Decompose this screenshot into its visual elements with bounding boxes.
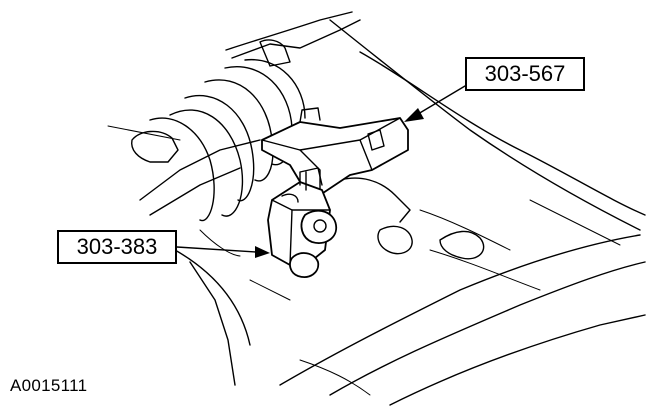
figure-reference-code: A0015111 bbox=[10, 376, 88, 395]
tool-callout-303-567: 303-567 bbox=[465, 57, 585, 91]
tool-callout-303-383: 303-383 bbox=[57, 230, 177, 264]
leader-line-303-567 bbox=[417, 85, 466, 115]
arrowhead-303-567 bbox=[404, 108, 424, 122]
tool-303-383-sensor bbox=[267, 167, 337, 278]
leader-line-303-383 bbox=[176, 246, 257, 253]
arrowhead-303-383 bbox=[255, 246, 270, 258]
engine-housing-outline bbox=[139, 11, 646, 406]
hose-clamp-assembly bbox=[107, 39, 306, 257]
tool-303-567-bracket bbox=[261, 107, 409, 196]
leader-arrows bbox=[176, 85, 466, 258]
